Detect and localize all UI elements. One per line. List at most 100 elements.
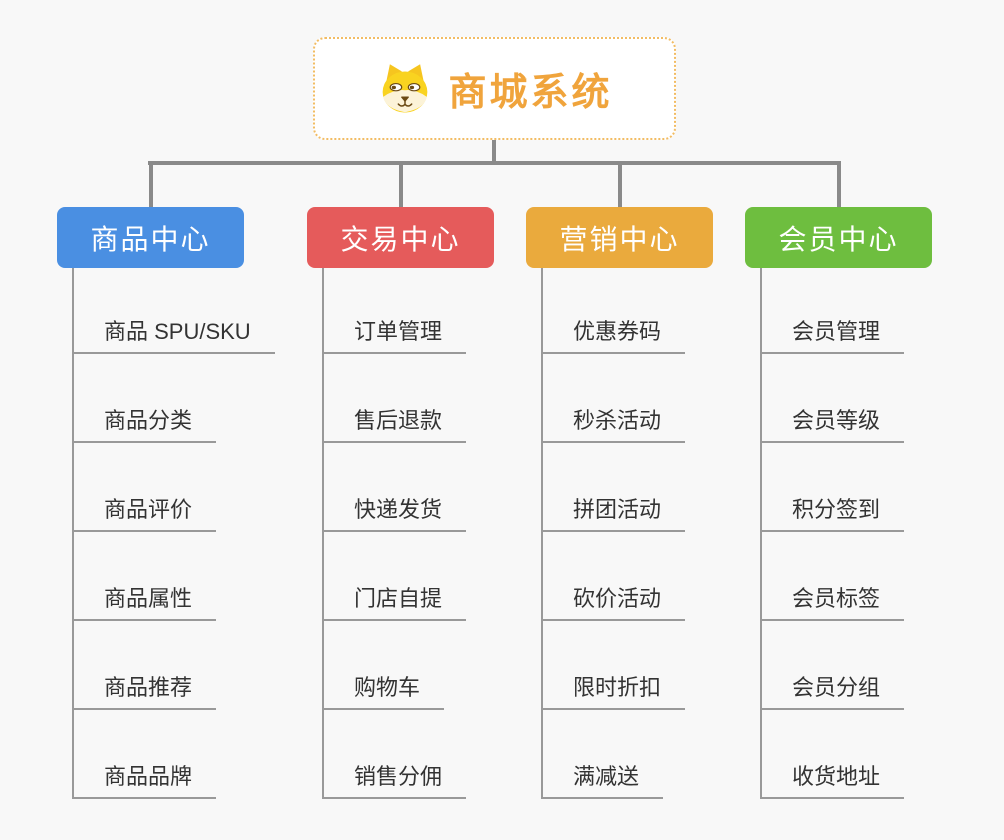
- leaf-label: 商品品牌: [104, 764, 193, 789]
- shiba-dog-icon: [383, 63, 428, 113]
- leaf-node[interactable]: 商品分类: [72, 403, 217, 443]
- leaf-label: 购物车: [354, 675, 421, 700]
- leaf-slot: 收货地址: [745, 710, 905, 799]
- branch-vertical-line: [72, 268, 74, 799]
- leaf-slot: 商品 SPU/SKU: [57, 268, 275, 354]
- leaf-node[interactable]: 商品评价: [72, 492, 217, 532]
- leaf-label: 会员等级: [792, 408, 881, 433]
- connector-drop: [836, 161, 841, 209]
- branch-label: 营销中心: [559, 223, 680, 255]
- root-title: 商城系统: [448, 72, 613, 114]
- leaf-node[interactable]: 商品 SPU/SKU: [72, 314, 275, 354]
- leaf-slot: 销售分佣: [307, 710, 467, 799]
- connector-horizontal-bar: [148, 161, 840, 165]
- leaf-node[interactable]: 秒杀活动: [541, 403, 686, 443]
- leaf-node[interactable]: 订单管理: [322, 314, 467, 354]
- leaf-slot: 会员等级: [745, 354, 905, 443]
- branch-leaves: 商品 SPU/SKU 商品分类 商品评价 商品属性 商品推荐 商品品牌: [57, 268, 275, 799]
- leaf-slot: 商品品牌: [57, 710, 275, 799]
- leaf-node[interactable]: 会员分组: [760, 670, 905, 710]
- leaf-slot: 售后退款: [307, 354, 467, 443]
- leaf-node[interactable]: 购物车: [322, 670, 445, 710]
- leaf-node[interactable]: 商品推荐: [72, 670, 217, 710]
- leaf-label: 满减送: [573, 764, 640, 789]
- leaf-label: 砍价活动: [573, 586, 662, 611]
- leaf-node[interactable]: 优惠券码: [541, 314, 686, 354]
- leaf-slot: 会员管理: [745, 268, 905, 354]
- leaf-label: 商品分类: [104, 408, 193, 433]
- leaf-node[interactable]: 会员等级: [760, 403, 905, 443]
- branch-label: 商品中心: [90, 223, 211, 255]
- leaf-node[interactable]: 商品属性: [72, 581, 217, 621]
- leaf-label: 秒杀活动: [573, 408, 662, 433]
- connector-root-stub: [492, 139, 496, 164]
- leaf-node[interactable]: 快递发货: [322, 492, 467, 532]
- leaf-slot: 快递发货: [307, 443, 467, 532]
- connector-drop: [617, 161, 622, 209]
- leaf-slot: 商品推荐: [57, 621, 275, 710]
- leaf-slot: 优惠券码: [526, 268, 686, 354]
- leaf-label: 会员分组: [792, 675, 881, 700]
- branch-vertical-line: [760, 268, 762, 799]
- branch-box[interactable]: 商品中心: [57, 207, 244, 268]
- leaf-node[interactable]: 拼团活动: [541, 492, 686, 532]
- branch-leaves: 会员管理 会员等级 积分签到 会员标签 会员分组 收货地址: [745, 268, 905, 799]
- leaf-slot: 商品评价: [57, 443, 275, 532]
- leaf-label: 限时折扣: [573, 675, 662, 700]
- leaf-label: 商品评价: [104, 497, 193, 522]
- branch-2: 营销中心 优惠券码 秒杀活动 拼团活动 砍价活动 限时折扣 满减送: [526, 207, 786, 799]
- connector-drop: [398, 161, 403, 209]
- leaf-slot: 满减送: [526, 710, 685, 799]
- branch-label: 交易中心: [340, 223, 461, 255]
- leaf-node[interactable]: 销售分佣: [322, 759, 467, 799]
- branch-0: 商品中心 商品 SPU/SKU 商品分类 商品评价 商品属性 商品推荐 商品品牌: [57, 207, 317, 799]
- branch-box[interactable]: 会员中心: [745, 207, 932, 268]
- connector-drop: [148, 161, 153, 209]
- leaf-slot: 商品属性: [57, 532, 275, 621]
- leaf-label: 售后退款: [354, 408, 443, 433]
- branch-box[interactable]: 交易中心: [307, 207, 494, 268]
- branch-leaves: 优惠券码 秒杀活动 拼团活动 砍价活动 限时折扣 满减送: [526, 268, 686, 799]
- root-node[interactable]: 商城系统: [313, 37, 676, 140]
- leaf-label: 订单管理: [354, 319, 443, 344]
- leaf-label: 积分签到: [792, 497, 881, 522]
- leaf-slot: 购物车: [307, 621, 466, 710]
- leaf-slot: 拼团活动: [526, 443, 686, 532]
- leaf-slot: 积分签到: [745, 443, 905, 532]
- leaf-slot: 会员分组: [745, 621, 905, 710]
- leaf-label: 商品属性: [104, 586, 193, 611]
- leaf-node[interactable]: 门店自提: [322, 581, 467, 621]
- leaf-slot: 砍价活动: [526, 532, 686, 621]
- leaf-label: 快递发货: [354, 497, 443, 522]
- leaf-node[interactable]: 满减送: [541, 759, 664, 799]
- leaf-label: 会员管理: [792, 319, 881, 344]
- leaf-label: 门店自提: [354, 586, 443, 611]
- leaf-slot: 秒杀活动: [526, 354, 686, 443]
- leaf-label: 优惠券码: [573, 319, 662, 344]
- leaf-slot: 门店自提: [307, 532, 467, 621]
- leaf-label: 拼团活动: [573, 497, 662, 522]
- branch-1: 交易中心 订单管理 售后退款 快递发货 门店自提 购物车 销售分佣: [307, 207, 567, 799]
- leaf-node[interactable]: 积分签到: [760, 492, 905, 532]
- leaf-node[interactable]: 限时折扣: [541, 670, 686, 710]
- leaf-label: 销售分佣: [354, 764, 443, 789]
- branch-box[interactable]: 营销中心: [526, 207, 713, 268]
- leaf-label: 收货地址: [792, 764, 881, 789]
- leaf-node[interactable]: 砍价活动: [541, 581, 686, 621]
- leaf-label: 商品 SPU/SKU: [104, 319, 251, 344]
- branch-3: 会员中心 会员管理 会员等级 积分签到 会员标签 会员分组 收货地址: [745, 207, 1004, 799]
- leaf-node[interactable]: 商品品牌: [72, 759, 217, 799]
- leaf-label: 商品推荐: [104, 675, 193, 700]
- leaf-node[interactable]: 会员管理: [760, 314, 905, 354]
- branch-vertical-line: [541, 268, 543, 799]
- leaf-slot: 限时折扣: [526, 621, 686, 710]
- leaf-node[interactable]: 会员标签: [760, 581, 905, 621]
- branch-label: 会员中心: [778, 223, 899, 255]
- leaf-node[interactable]: 收货地址: [760, 759, 905, 799]
- leaf-slot: 订单管理: [307, 268, 467, 354]
- leaf-slot: 商品分类: [57, 354, 275, 443]
- leaf-node[interactable]: 售后退款: [322, 403, 467, 443]
- branch-vertical-line: [322, 268, 324, 799]
- branch-leaves: 订单管理 售后退款 快递发货 门店自提 购物车 销售分佣: [307, 268, 467, 799]
